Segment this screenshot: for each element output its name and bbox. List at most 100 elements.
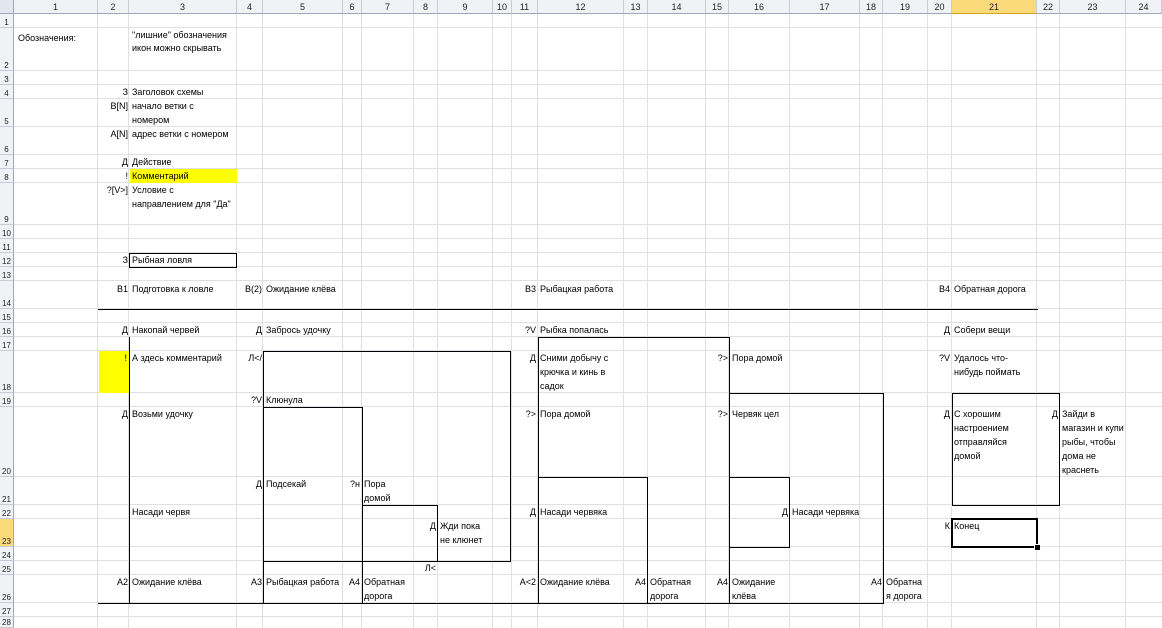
- b2-condition[interactable]: Пора домой: [364, 479, 391, 503]
- row-header[interactable]: 4: [0, 85, 14, 99]
- row-header[interactable]: 20: [0, 407, 14, 477]
- column-header[interactable]: 8: [414, 0, 438, 14]
- b3-address[interactable]: Обратная дорога: [650, 577, 691, 601]
- legend-code[interactable]: А[N]: [110, 129, 128, 139]
- b1-code[interactable]: Д: [121, 325, 128, 335]
- b2-loop-start[interactable]: Л</: [248, 353, 262, 363]
- row-header[interactable]: 16: [0, 323, 14, 337]
- b3-action[interactable]: Насади червяка: [792, 507, 860, 517]
- fill-handle[interactable]: [1034, 544, 1041, 551]
- b4-code[interactable]: Д: [943, 325, 950, 335]
- b2-action[interactable]: Забрось удочку: [266, 325, 331, 335]
- row-header[interactable]: 21: [0, 477, 14, 505]
- column-header[interactable]: 16: [729, 0, 790, 14]
- b3-address[interactable]: Ожидание клёва: [540, 577, 610, 587]
- column-header[interactable]: 13: [624, 0, 648, 14]
- column-header[interactable]: 9: [438, 0, 493, 14]
- b2-code[interactable]: Д: [255, 479, 262, 489]
- column-header[interactable]: 5: [263, 0, 343, 14]
- legend-code[interactable]: В[N]: [110, 101, 128, 111]
- row-header[interactable]: 7: [0, 155, 14, 169]
- row-header[interactable]: 26: [0, 575, 14, 603]
- b3-address-code[interactable]: А4: [634, 577, 646, 587]
- row-header[interactable]: 28: [0, 617, 14, 628]
- column-header[interactable]: 7: [362, 0, 414, 14]
- legend-text[interactable]: Заголовок схемы: [132, 87, 204, 97]
- b1-action[interactable]: Накопай червей: [132, 325, 200, 335]
- row-header[interactable]: 3: [0, 71, 14, 85]
- legend-text[interactable]: адрес ветки с номером: [132, 129, 229, 139]
- column-header[interactable]: 1: [14, 0, 98, 14]
- b3-code[interactable]: Д: [529, 507, 536, 517]
- legend-text[interactable]: Действие: [132, 157, 172, 167]
- b1-address[interactable]: Ожидание клёва: [132, 577, 202, 587]
- legend-comment-sample[interactable]: Комментарий: [130, 169, 237, 183]
- b1-action[interactable]: Насади червя: [132, 507, 191, 517]
- b2-cond-code[interactable]: ?н: [350, 479, 360, 489]
- column-header[interactable]: 6: [343, 0, 362, 14]
- b3-condition[interactable]: Пора домой: [732, 353, 783, 363]
- b3-action[interactable]: Насади червяка: [540, 507, 608, 517]
- branch-code[interactable]: В4: [938, 284, 950, 294]
- b1-comment-marker[interactable]: !: [99, 351, 129, 393]
- b3-code[interactable]: Д: [529, 353, 536, 363]
- b3-condition[interactable]: Пора домой: [540, 409, 591, 419]
- b4-action[interactable]: Собери вещи: [954, 325, 1011, 335]
- row-header[interactable]: 18: [0, 351, 14, 393]
- b4-end-code[interactable]: К: [944, 521, 950, 531]
- b2-action[interactable]: Жди пока не клюнет: [440, 521, 483, 545]
- column-header[interactable]: 3: [129, 0, 237, 14]
- branch-code[interactable]: В3: [524, 284, 536, 294]
- branch-title[interactable]: Обратная дорога: [954, 284, 1026, 294]
- row-header[interactable]: 6: [0, 127, 14, 155]
- row-header[interactable]: 13: [0, 267, 14, 281]
- row-header[interactable]: 23: [0, 519, 14, 547]
- b3-address-code[interactable]: А4: [716, 577, 728, 587]
- b1-action[interactable]: Возьми удочку: [132, 409, 193, 419]
- column-header[interactable]: 19: [883, 0, 928, 14]
- b1-code[interactable]: Д: [121, 409, 128, 419]
- b3-code[interactable]: Д: [781, 507, 788, 517]
- b3-address[interactable]: Обратна я дорога: [886, 577, 923, 601]
- column-header[interactable]: 11: [512, 0, 538, 14]
- b1-comment[interactable]: А здесь комментарий: [132, 353, 222, 363]
- b3-address-code[interactable]: А<2: [519, 577, 536, 587]
- column-header[interactable]: 22: [1037, 0, 1060, 14]
- b3-cond-code[interactable]: ?>: [717, 409, 728, 419]
- select-all-corner[interactable]: [0, 0, 14, 14]
- b2-loop-end[interactable]: Л<: [424, 563, 436, 573]
- column-header[interactable]: 18: [860, 0, 883, 14]
- column-header[interactable]: 23: [1060, 0, 1126, 14]
- row-header[interactable]: 10: [0, 225, 14, 239]
- b4-cond-code[interactable]: ?V: [938, 353, 950, 363]
- column-header[interactable]: 21: [952, 0, 1037, 14]
- b3-cond-code[interactable]: ?>: [717, 353, 728, 363]
- branch-code[interactable]: В(2): [244, 284, 262, 294]
- b1-address-code[interactable]: А2: [116, 577, 128, 587]
- b2-address-code[interactable]: А4: [348, 577, 360, 587]
- b2-code[interactable]: Д: [429, 521, 436, 531]
- legend-code[interactable]: ?[V>]: [106, 185, 128, 195]
- b3-cond-code[interactable]: ?>: [525, 409, 536, 419]
- row-header[interactable]: 19: [0, 393, 14, 407]
- row-header[interactable]: 12: [0, 253, 14, 267]
- column-header[interactable]: 24: [1126, 0, 1162, 14]
- legend-text[interactable]: начало ветки с номером: [132, 101, 194, 125]
- scheme-title[interactable]: Рыбная ловля: [132, 255, 193, 265]
- legend-code[interactable]: Д: [121, 157, 128, 167]
- scheme-title-code[interactable]: З: [122, 255, 128, 265]
- branch-code[interactable]: В1: [116, 284, 128, 294]
- column-header[interactable]: 10: [493, 0, 512, 14]
- b2-code[interactable]: Д: [255, 325, 262, 335]
- b4-action[interactable]: Зайди в магазин и купи рыбы, чтобы дома …: [1062, 409, 1124, 475]
- b3-action[interactable]: Сними добычу с крючка и кинь в садок: [540, 353, 609, 391]
- b2-address-code[interactable]: А3: [250, 577, 262, 587]
- column-header[interactable]: 20: [928, 0, 952, 14]
- branch-title[interactable]: Ожидание клёва: [266, 284, 336, 294]
- b3-address-code[interactable]: А4: [870, 577, 882, 587]
- b4-end[interactable]: Конец: [954, 521, 980, 531]
- branch-title[interactable]: Рыбацкая работа: [540, 284, 614, 294]
- b3-condition[interactable]: Червяк цел: [732, 409, 780, 419]
- branch-title[interactable]: Подготовка к ловле: [132, 284, 214, 294]
